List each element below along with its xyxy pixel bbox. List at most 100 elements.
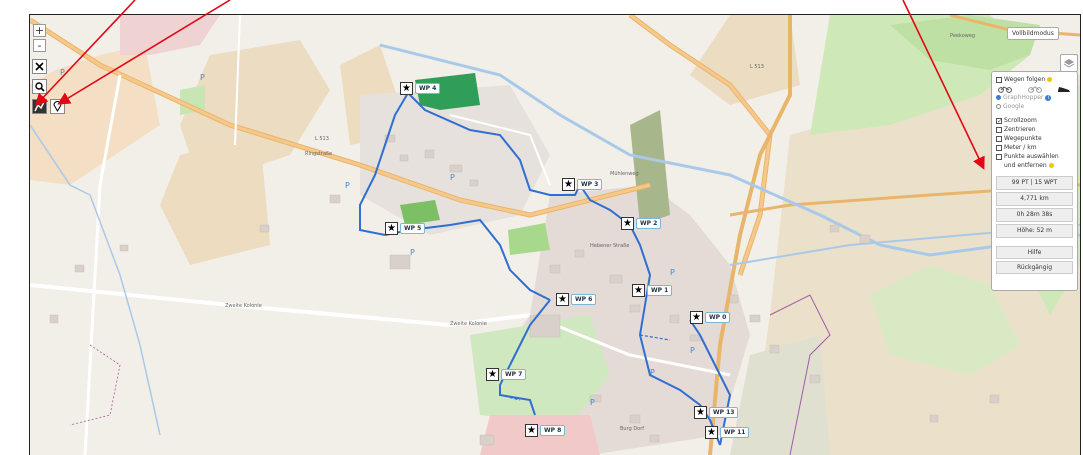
scrollzoom-checkbox[interactable]: ✓ (996, 117, 1003, 125)
svg-text:P: P (650, 368, 655, 377)
svg-text:P: P (60, 68, 65, 77)
waypoints-checkbox[interactable] (996, 135, 1002, 142)
star-icon: ★ (556, 292, 569, 306)
waypoint-marker[interactable]: ★WP 2 (621, 216, 662, 230)
waypoint-marker[interactable]: ★WP 0 (690, 310, 731, 324)
bike-icon[interactable] (998, 85, 1012, 93)
street-label: Mühlenweg (610, 171, 639, 177)
waypoint-marker[interactable]: ★WP 5 (385, 221, 426, 235)
star-icon: ★ (632, 283, 645, 297)
star-icon: ★ (486, 367, 499, 381)
waypoint-label: WP 5 (400, 222, 426, 234)
layers-button[interactable] (1060, 54, 1078, 72)
waypoint-label: WP 2 (636, 217, 662, 229)
svg-text:P: P (200, 73, 205, 82)
zoom-in-button[interactable]: + (33, 24, 46, 37)
waypoint-label: WP 4 (415, 82, 441, 94)
undo-button[interactable]: Rückgängig (996, 261, 1073, 274)
units-checkbox[interactable] (996, 144, 1002, 151)
svg-text:P: P (590, 398, 595, 407)
street-label: Burg Dorf (620, 426, 644, 432)
marker-icon (53, 101, 62, 112)
waypoint-label: WP 1 (647, 284, 673, 296)
waypoint-marker[interactable]: ★WP 3 (562, 177, 603, 191)
help-button[interactable]: Hilfe (996, 246, 1073, 259)
waypoint-label: WP 0 (705, 311, 731, 323)
points-count: 99 PT | 15 WPT (996, 176, 1073, 190)
svg-text:P: P (345, 181, 350, 190)
option-label: Zentrieren (1004, 126, 1036, 133)
close-route-button[interactable] (32, 59, 47, 74)
close-icon (35, 62, 44, 71)
waypoint-marker[interactable]: ★WP 8 (525, 423, 566, 437)
router-label: GraphHopper (1003, 94, 1044, 101)
option-label-continuation: und entfernen (1004, 162, 1047, 169)
street-label: L 513 (750, 64, 764, 70)
center-checkbox[interactable] (996, 126, 1002, 133)
info-icon[interactable]: i (1045, 94, 1052, 101)
star-icon: ★ (694, 405, 707, 419)
street-label: Hebener Straße (590, 243, 629, 249)
street-label: Zweite Kolonie (225, 303, 262, 309)
waypoint-marker[interactable]: ★WP 4 (400, 81, 441, 95)
search-button[interactable] (32, 79, 47, 94)
option-label: Meter / km (1004, 144, 1037, 151)
mountain-bike-icon[interactable] (1027, 85, 1042, 93)
route-settings-panel: Wegen folgen GraphHopper i Google ✓ Scro… (991, 71, 1078, 291)
waypoint-marker[interactable]: ★WP 1 (632, 283, 673, 297)
waypoint-label: WP 7 (501, 368, 527, 380)
star-icon: ★ (705, 425, 718, 439)
router-option[interactable]: Google (996, 102, 1073, 111)
waypoint-marker[interactable]: ★WP 7 (486, 367, 527, 381)
waypoint-marker[interactable]: ★WP 6 (556, 292, 597, 306)
center-option[interactable]: Zentrieren (996, 125, 1073, 134)
router-radio[interactable] (996, 104, 1001, 109)
router-option[interactable]: GraphHopper i (996, 93, 1073, 102)
star-icon: ★ (400, 81, 413, 95)
router-label: Google (1003, 103, 1025, 110)
star-icon: ★ (525, 423, 538, 437)
draw-route-button[interactable] (32, 99, 47, 114)
units-option[interactable]: Meter / km (996, 143, 1073, 152)
router-radio[interactable] (996, 95, 1001, 100)
waypoint-label: WP 3 (577, 178, 603, 190)
waypoints-option[interactable]: Wegepunkte (996, 134, 1073, 143)
svg-text:P: P (690, 346, 695, 355)
svg-text:P: P (450, 173, 455, 182)
distance-value: 4,771 km (996, 192, 1073, 206)
marker-button[interactable] (50, 99, 65, 114)
follow-roads-checkbox[interactable] (996, 76, 1002, 83)
svg-text:P: P (670, 268, 675, 277)
select-points-option[interactable]: Punkte auswählen (996, 152, 1073, 161)
option-label: Punkte auswählen (1004, 153, 1059, 160)
street-label: Ringstraße (305, 151, 332, 157)
zoom-out-button[interactable]: - (33, 39, 46, 52)
svg-text:P: P (410, 248, 415, 257)
waypoint-marker[interactable]: ★WP 13 (694, 405, 739, 419)
lightbulb-icon (1047, 77, 1053, 82)
follow-roads-label: Wegen folgen (1004, 76, 1046, 83)
select-points-continuation: und entfernen (996, 161, 1073, 170)
star-icon: ★ (385, 221, 398, 235)
option-label: Wegepunkte (1004, 135, 1042, 142)
fullscreen-button[interactable]: Vollbildmodus (1007, 27, 1059, 40)
select-points-checkbox[interactable] (996, 153, 1002, 160)
follow-roads-option[interactable]: Wegen folgen (996, 75, 1073, 84)
profile-selector (996, 84, 1073, 93)
waypoint-label: WP 11 (720, 426, 750, 438)
waypoint-label: WP 6 (571, 293, 597, 305)
duration-value: 0h 28m 38s (996, 208, 1073, 222)
star-icon: ★ (621, 216, 634, 230)
lightbulb-icon (1048, 163, 1054, 168)
layers-icon (1063, 59, 1075, 68)
street-label: L 513 (315, 136, 329, 142)
waypoint-marker[interactable]: ★WP 11 (705, 425, 750, 439)
waypoint-label: WP 8 (540, 424, 566, 436)
scrollzoom-option[interactable]: ✓ Scrollzoom (996, 116, 1073, 125)
star-icon: ★ (562, 177, 575, 191)
star-icon: ★ (690, 310, 703, 324)
option-label: Scrollzoom (1004, 117, 1037, 124)
shoe-icon[interactable] (1057, 85, 1071, 93)
